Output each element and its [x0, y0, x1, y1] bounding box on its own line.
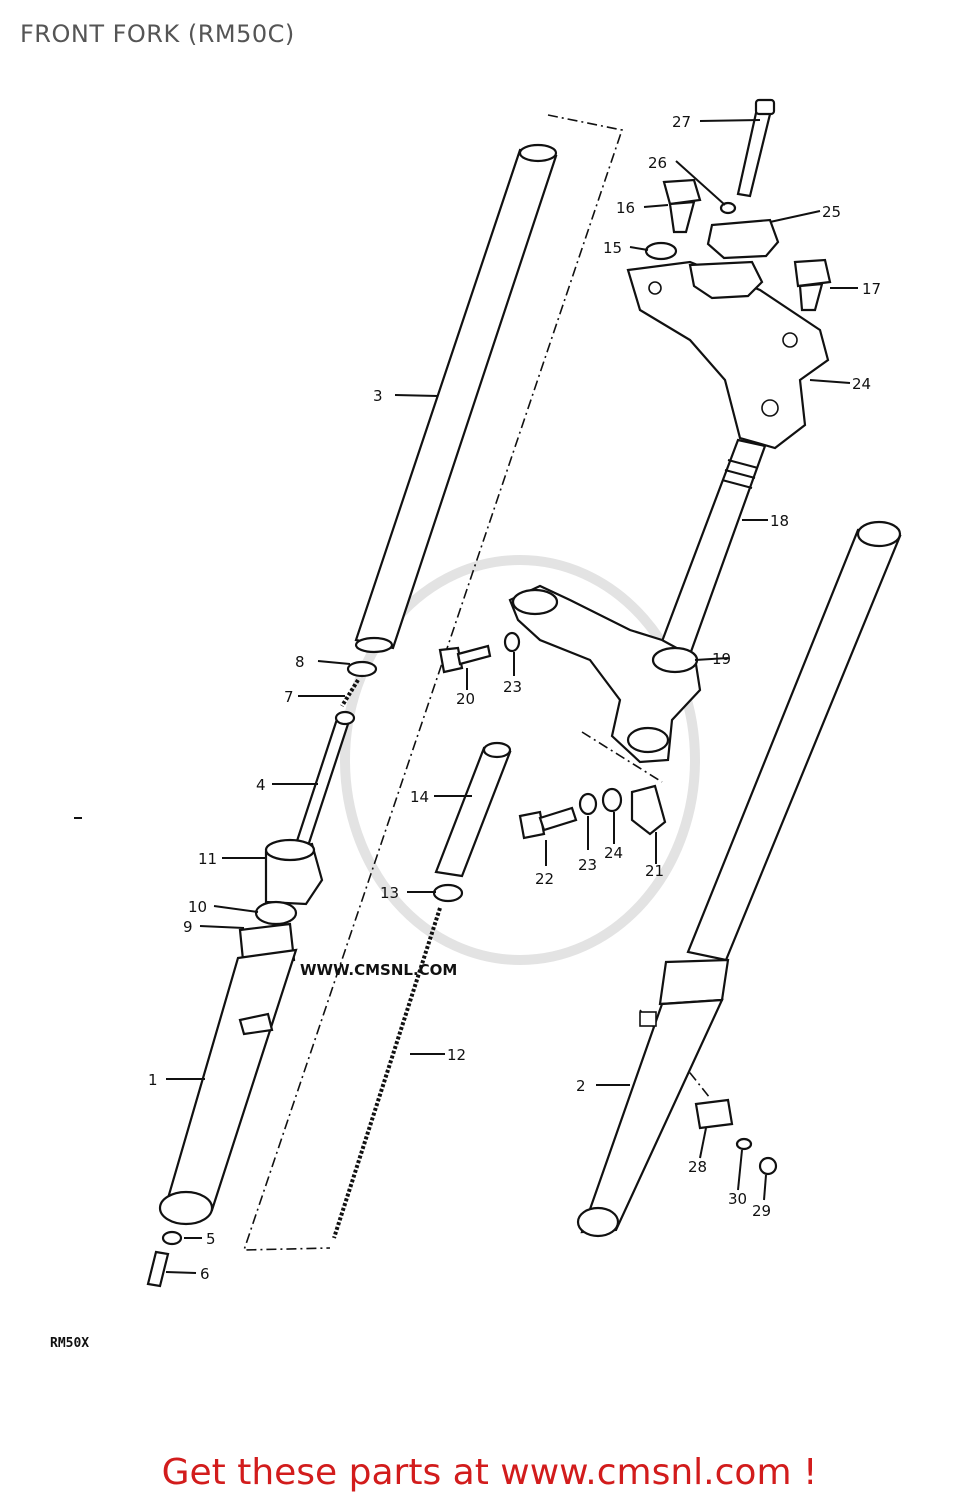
part-10-seal-ring [254, 900, 298, 926]
callout-29: 28 [688, 1158, 707, 1176]
model-code: RM50X [50, 1336, 90, 1351]
callout-16: 16 [616, 199, 635, 217]
part-6-drain-bolt [146, 1250, 170, 1288]
callout-18: 18 [770, 512, 789, 530]
part-25-upper-bracket [626, 260, 830, 450]
part-29-clip [694, 1098, 734, 1130]
part-22-bolt [518, 806, 578, 840]
part-1-outer-tube-left [158, 948, 298, 1226]
callout-23-lower: 23 [578, 856, 597, 874]
callout-26: 25 [822, 203, 841, 221]
part-21-clamp [630, 784, 667, 836]
part-7-spring [340, 678, 360, 708]
callout-23-upper: 23 [503, 678, 522, 696]
part-28-bolt [736, 98, 776, 198]
callout-30: 29 [752, 1202, 771, 1220]
callout-3: 3 [373, 387, 383, 405]
part-19-lower-bracket [508, 584, 702, 764]
callout-11: 11 [198, 850, 217, 868]
part-24-washer [601, 787, 623, 813]
assembly-lines [242, 114, 711, 1251]
callout-9: 9 [183, 918, 193, 936]
callout-labels: 27 26 16 15 25 17 24 18 19 3 8 7 4 11 10… [148, 113, 881, 1283]
callout-13: 13 [380, 884, 399, 902]
callout-10: 10 [188, 898, 207, 916]
callout-17: 17 [862, 280, 881, 298]
callout-24: 24 [604, 844, 623, 862]
part-14-spacer [434, 741, 512, 878]
callout-22: 22 [535, 870, 554, 888]
callout-25: 24 [852, 375, 871, 393]
callout-5: 5 [206, 1230, 216, 1248]
part-31-washer [735, 1137, 753, 1151]
part-2-outer-tube-right [576, 520, 902, 1238]
callout-27: 26 [648, 154, 667, 172]
part-17-cap-bolt [793, 258, 832, 312]
callout-19: 19 [712, 650, 731, 668]
part-30-screw [758, 1156, 778, 1176]
callout-2: 2 [576, 1077, 586, 1095]
callout-4: 4 [256, 776, 266, 794]
part-26-handlebar-holder [688, 218, 780, 300]
callout-14: 14 [410, 788, 429, 806]
part-12-fork-spring [332, 907, 442, 1239]
part-15-o-ring [644, 241, 678, 261]
callout-28: 27 [672, 113, 691, 131]
part-11-dust-seal [264, 838, 324, 906]
page-title: FRONT FORK (RM50C) [20, 20, 295, 48]
callout-31: 30 [728, 1190, 747, 1208]
callout-20: 20 [456, 690, 475, 708]
part-3-inner-tube [354, 143, 558, 654]
leader-lines [74, 119, 858, 1274]
part-18-steering-stem [656, 438, 767, 662]
part-23-washer-lower [578, 792, 598, 816]
callout-8: 8 [295, 653, 305, 671]
footer-link[interactable]: Get these parts at www.cmsnl.com ! [161, 1452, 818, 1493]
part-16-cap-bolt [662, 178, 702, 234]
callout-6: 6 [200, 1265, 210, 1283]
callout-21: 21 [645, 862, 664, 880]
callout-1: 1 [148, 1071, 158, 1089]
callout-12: 12 [447, 1046, 466, 1064]
watermark-text: WWW.CMSNL.COM [300, 961, 457, 979]
part-13-washer [432, 883, 464, 903]
part-8-seal [346, 660, 378, 678]
callout-15: 15 [603, 239, 622, 257]
part-5-washer [161, 1230, 183, 1246]
part-20-bolt [438, 644, 492, 674]
callout-7: 7 [284, 688, 294, 706]
part-23-washer-upper [503, 631, 521, 653]
